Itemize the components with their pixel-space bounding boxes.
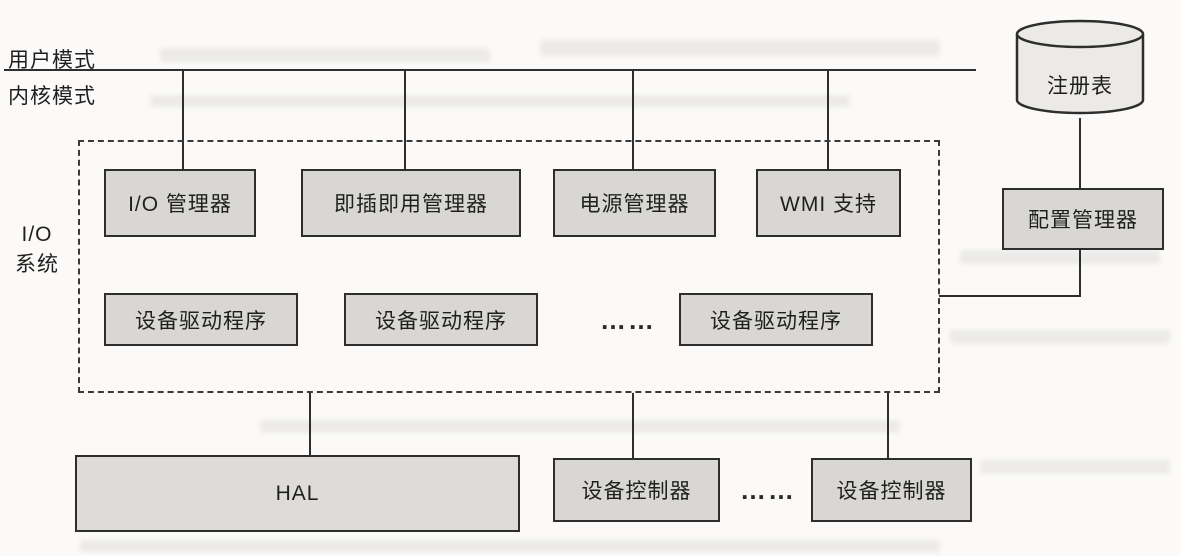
mode-boundary-line [4, 69, 976, 71]
controller-ellipsis: …… [740, 474, 796, 505]
connector-controller-1 [632, 393, 634, 458]
connector-pnp-manager [404, 70, 406, 170]
user-mode-label: 用户模式 [8, 49, 96, 72]
box-config-manager: 配置管理器 [1002, 188, 1164, 250]
box-device-controller-1: 设备控制器 [553, 458, 720, 522]
connector-config-iosystem [939, 295, 1081, 297]
connector-config-down [1079, 250, 1081, 297]
registry-label: 注册表 [1047, 75, 1113, 98]
scan-artifact [80, 540, 940, 552]
scan-artifact [260, 420, 900, 433]
box-power-manager: 电源管理器 [553, 169, 716, 237]
driver-ellipsis: …… [600, 304, 656, 335]
io-system-label: I/O 系统 [15, 223, 59, 277]
scan-artifact [160, 48, 490, 62]
connector-controller-2 [887, 393, 889, 458]
scan-artifact [150, 95, 850, 107]
box-pnp-manager: 即插即用管理器 [301, 169, 521, 237]
box-hal: HAL [75, 455, 520, 532]
box-device-driver-2: 设备驱动程序 [344, 293, 538, 346]
io-system-boundary [78, 140, 940, 393]
box-device-controller-2: 设备控制器 [811, 458, 972, 522]
scan-artifact [540, 40, 940, 56]
registry-cylinder-shape [1015, 19, 1145, 115]
box-device-driver-3: 设备驱动程序 [679, 293, 873, 346]
connector-registry-config [1079, 118, 1081, 188]
scan-artifact [960, 250, 1160, 264]
box-device-driver-1: 设备驱动程序 [104, 293, 298, 346]
connector-wmi [827, 70, 829, 170]
registry-cylinder: 注册表 [1014, 18, 1146, 118]
box-io-manager: I/O 管理器 [104, 169, 256, 237]
connector-hal [309, 393, 311, 455]
connector-io-manager [182, 70, 184, 170]
kernel-mode-label: 内核模式 [8, 85, 96, 108]
box-wmi-support: WMI 支持 [756, 169, 901, 237]
scan-artifact [950, 330, 1170, 344]
scan-artifact [980, 460, 1170, 474]
connector-power-manager [632, 70, 634, 170]
